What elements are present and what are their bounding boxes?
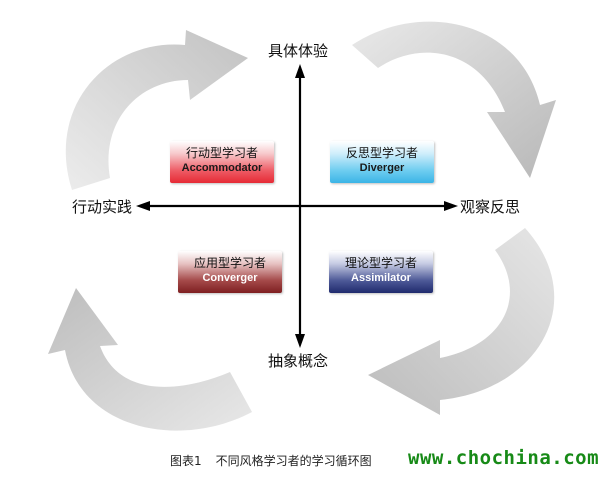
quadrant-accommodator: 行动型学习者 Accommodator xyxy=(170,141,274,183)
arrowhead-left xyxy=(136,201,150,211)
quadrant-diverger: 反思型学习者 Diverger xyxy=(330,141,434,183)
axis-label-top: 具体体验 xyxy=(268,42,329,60)
quadrant-assimilator: 理论型学习者 Assimilator xyxy=(329,251,433,293)
cycle-arrow-bottom-left xyxy=(48,288,252,431)
axes xyxy=(140,74,452,338)
cycle-arrow-top-left xyxy=(65,30,249,190)
quadrant-accommodator-en: Accommodator xyxy=(181,162,263,174)
arrowhead-down xyxy=(295,334,305,348)
site-watermark: www.chochina.com xyxy=(408,447,600,469)
quadrant-diverger-cn: 反思型学习者 xyxy=(345,146,418,160)
arrowhead-right xyxy=(444,201,458,211)
quadrant-converger-cn: 应用型学习者 xyxy=(193,256,266,270)
axis-label-right: 观察反思 xyxy=(460,198,521,216)
figure-caption-text: 不同风格学习者的学习循环图 xyxy=(215,454,372,468)
arrowhead-up xyxy=(295,64,305,78)
quadrant-assimilator-en: Assimilator xyxy=(351,272,411,284)
quadrant-converger: 应用型学习者 Converger xyxy=(178,251,282,293)
quadrant-diverger-en: Diverger xyxy=(359,162,405,174)
cycle-arrow-bottom-right xyxy=(368,228,555,415)
quadrant-converger-en: Converger xyxy=(202,272,258,284)
quadrant-assimilator-cn: 理论型学习者 xyxy=(344,256,417,270)
axis-label-left: 行动实践 xyxy=(72,198,133,216)
axis-label-bottom: 抽象概念 xyxy=(268,352,329,370)
figure-number: 图表1 xyxy=(170,454,202,468)
cycle-arrow-top-right xyxy=(352,21,556,179)
figure-caption: 图表1 不同风格学习者的学习循环图 xyxy=(168,452,372,469)
quadrant-accommodator-cn: 行动型学习者 xyxy=(185,146,258,160)
